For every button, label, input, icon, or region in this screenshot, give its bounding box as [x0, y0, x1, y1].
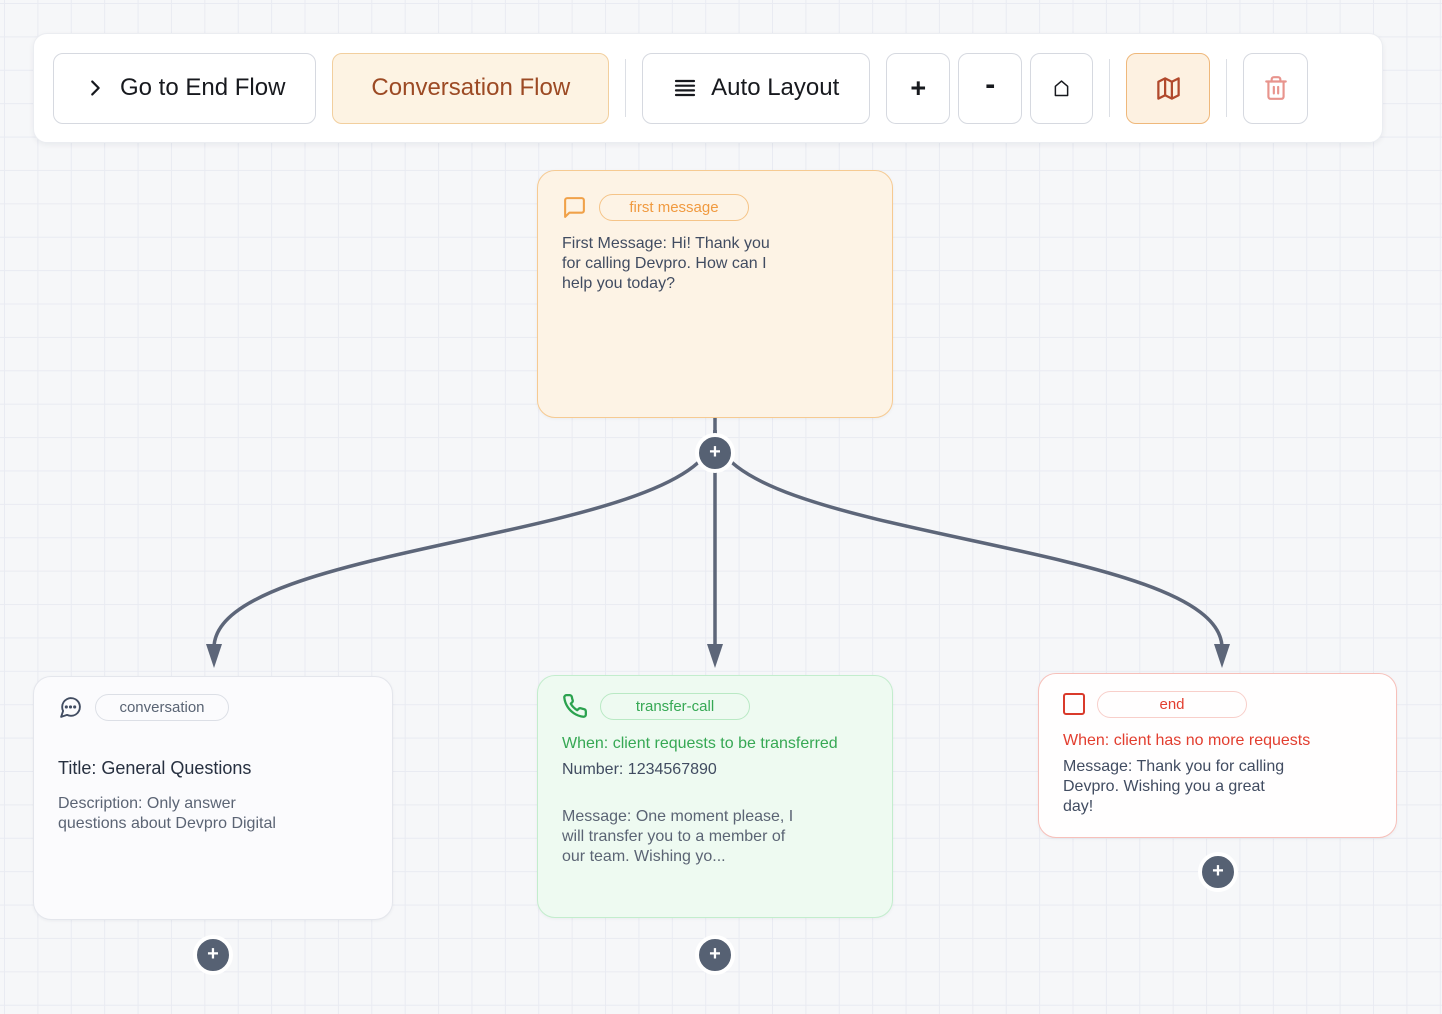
plus-icon: + — [910, 72, 927, 103]
node-transfer-call[interactable]: transfer-call When: client requests to b… — [537, 675, 893, 918]
delete-button[interactable] — [1243, 52, 1309, 124]
chevron-right-icon — [84, 77, 106, 99]
minus-icon: - — [985, 68, 996, 101]
go-to-end-flow-label: Go to End Flow — [120, 74, 286, 101]
plus-icon: + — [709, 943, 721, 965]
add-node-button-end[interactable]: + — [1198, 852, 1238, 892]
node-first-message[interactable]: first message First Message: Hi! Thank y… — [537, 170, 893, 418]
menu-lines-icon — [673, 76, 697, 100]
end-message: Message: Thank you for calling Devpro. W… — [1063, 758, 1285, 815]
map-icon — [1155, 75, 1182, 102]
add-node-button-conversation[interactable]: + — [193, 935, 233, 975]
go-to-end-flow-button[interactable]: Go to End Flow — [53, 52, 317, 124]
add-node-button-transfer-call[interactable]: + — [695, 935, 735, 975]
trash-icon — [1263, 75, 1289, 101]
node-header: first message — [562, 193, 868, 221]
plus-icon: + — [1212, 860, 1224, 882]
toolbar-divider — [625, 59, 627, 117]
fit-view-button[interactable] — [1030, 52, 1094, 124]
phone-icon — [562, 693, 588, 719]
node-type-badge: transfer-call — [600, 692, 750, 720]
conversation-flow-label: Conversation Flow — [371, 74, 571, 101]
node-type-badge: first message — [599, 193, 749, 221]
node-type-badge: end — [1097, 690, 1247, 718]
conversation-title: Title: General Questions — [58, 758, 252, 778]
home-icon — [1051, 78, 1072, 99]
end-when: When: client has no more requests — [1063, 732, 1311, 749]
minimap-toggle-button[interactable] — [1126, 52, 1211, 124]
transfer-message: Message: One moment please, I will trans… — [562, 808, 794, 865]
toolbar-divider — [1109, 59, 1111, 117]
arrowhead-conversation — [206, 644, 222, 668]
node-header: end — [1063, 690, 1372, 718]
zoom-out-button[interactable]: - — [958, 52, 1023, 124]
message-square-icon — [562, 195, 587, 220]
plus-icon: + — [709, 441, 721, 463]
edge-first-to-end — [713, 429, 1224, 649]
message-circle-dots-icon — [58, 695, 83, 720]
edge-first-to-conversation — [212, 429, 717, 649]
toolbar-divider — [1226, 59, 1228, 117]
stop-square-icon — [1063, 693, 1085, 715]
plus-icon: + — [207, 943, 219, 965]
transfer-number: Number: 1234567890 — [562, 761, 717, 778]
arrowhead-transfer — [707, 644, 723, 668]
auto-layout-label: Auto Layout — [711, 74, 840, 101]
node-header: transfer-call — [562, 692, 868, 720]
toolbar: Go to End Flow Conversation Flow Auto La… — [33, 33, 1383, 143]
transfer-when: When: client requests to be transferred — [562, 735, 838, 752]
node-type-badge: conversation — [95, 693, 229, 721]
zoom-in-button[interactable]: + — [886, 52, 951, 124]
first-message-body: First Message: Hi! Thank you for calling… — [562, 235, 770, 292]
arrowhead-end — [1214, 644, 1230, 668]
node-conversation[interactable]: conversation Title: General Questions De… — [33, 676, 393, 920]
auto-layout-button[interactable]: Auto Layout — [642, 52, 871, 124]
conversation-flow-button[interactable]: Conversation Flow — [332, 52, 610, 124]
node-end[interactable]: end When: client has no more requests Me… — [1038, 673, 1397, 838]
node-header: conversation — [58, 693, 368, 721]
conversation-description: Description: Only answer questions about… — [58, 795, 276, 832]
add-node-button-first-message[interactable]: + — [695, 433, 735, 473]
